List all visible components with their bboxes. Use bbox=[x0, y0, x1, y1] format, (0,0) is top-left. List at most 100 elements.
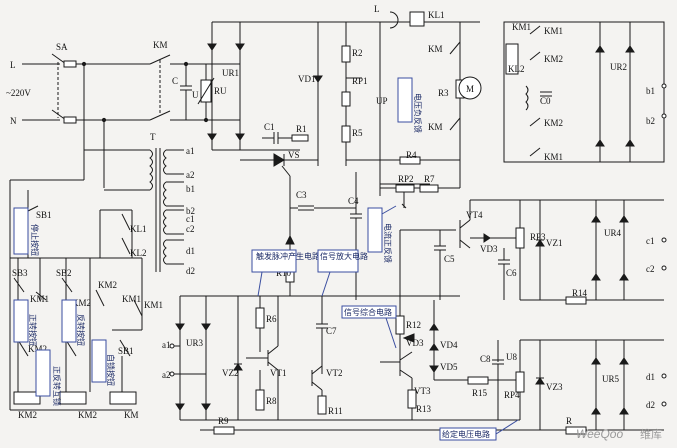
label-rp2: RP2 bbox=[398, 174, 414, 184]
label-kl1-top: KL1 bbox=[428, 10, 445, 20]
label-d2-out: d2 bbox=[646, 400, 655, 410]
label-c2: c2 bbox=[186, 224, 195, 234]
label-ur3: UR3 bbox=[186, 338, 204, 348]
label-kl2: KL2 bbox=[130, 248, 147, 258]
label-vz2: VZ2 bbox=[222, 368, 239, 378]
label-km1-c: KM1 bbox=[30, 294, 49, 304]
label-ur1: UR1 bbox=[222, 68, 239, 78]
label-vd1: VD1 bbox=[298, 74, 316, 84]
label-km1-ab: KM1 bbox=[544, 26, 563, 36]
label-b2: b2 bbox=[186, 206, 195, 216]
label-km2-b: KM2 bbox=[544, 118, 563, 128]
label-r9: R9 bbox=[218, 416, 229, 426]
label-r12: R12 bbox=[406, 320, 421, 330]
label-km2-coil: KM2 bbox=[18, 410, 37, 420]
label-rp3: RP3 bbox=[530, 232, 546, 242]
label-a2-l: a2 bbox=[162, 370, 171, 380]
label-ru: RU bbox=[214, 86, 227, 96]
thyristor-vs bbox=[240, 132, 318, 177]
label-rp1: RP1 bbox=[352, 76, 368, 86]
label-vz3: VZ3 bbox=[546, 382, 563, 392]
label-t: T bbox=[150, 132, 156, 142]
callout-forward: 正转按钮 bbox=[28, 314, 38, 346]
label-b2-out: b2 bbox=[646, 116, 655, 126]
label-d1: d1 bbox=[186, 246, 195, 256]
label-km3: KM1 bbox=[144, 300, 163, 310]
label-km2-a: KM2 bbox=[544, 54, 563, 64]
label-u8: U8 bbox=[506, 352, 517, 362]
label-a1: a1 bbox=[186, 146, 195, 156]
callout-interlock: 正反转互锁 bbox=[52, 366, 62, 406]
label-r15: R15 bbox=[472, 388, 488, 398]
label-km2-d: KM2 bbox=[72, 298, 91, 308]
label-r3: R3 bbox=[438, 88, 449, 98]
transformer-t bbox=[84, 148, 184, 272]
label-b1: b1 bbox=[186, 184, 195, 194]
label-ur5: UR5 bbox=[602, 374, 620, 384]
callout-stop: 停止按钮 bbox=[30, 224, 40, 256]
label-r3-bottom: R4 bbox=[406, 150, 417, 160]
label-r11: R11 bbox=[328, 406, 343, 416]
label-a2: a2 bbox=[186, 170, 195, 180]
watermark-site: 维库 bbox=[640, 428, 662, 441]
main-power-bridge bbox=[207, 11, 482, 185]
label-220v: ~220V bbox=[6, 88, 31, 98]
label-km1-a: KM1 bbox=[512, 22, 531, 32]
label-km-r2: KM bbox=[428, 122, 443, 132]
label-c8: C8 bbox=[480, 354, 491, 364]
label-c3: C3 bbox=[296, 190, 307, 200]
label-c4: C4 bbox=[348, 196, 359, 206]
label-r2: R2 bbox=[352, 48, 363, 58]
label-r13: R13 bbox=[416, 404, 432, 414]
label-sb2: SB2 bbox=[56, 268, 72, 278]
callout-combine: 信号综合电路 bbox=[344, 307, 392, 317]
label-ur2: UR2 bbox=[610, 62, 627, 72]
label-km2-e: KM2 bbox=[28, 344, 47, 354]
label-ur4: UR4 bbox=[604, 228, 622, 238]
label-c1-out: c1 bbox=[646, 236, 655, 246]
label-km2-coil-b: KM2 bbox=[78, 410, 97, 420]
label-c5: C5 bbox=[444, 254, 455, 264]
label-m: M bbox=[466, 84, 474, 94]
label-vd2: VD3 bbox=[406, 338, 424, 348]
label-r14: R14 bbox=[572, 288, 588, 298]
label-vz1: VZ1 bbox=[546, 238, 563, 248]
capacitor-varistor bbox=[180, 61, 215, 123]
label-km1-b: KM1 bbox=[544, 152, 563, 162]
label-d2: d2 bbox=[186, 266, 195, 276]
label-sb3: SB3 bbox=[12, 268, 28, 278]
label-up: UP bbox=[376, 96, 388, 106]
label-l-coil: L bbox=[374, 4, 380, 14]
label-sb1-b: SB1 bbox=[118, 346, 134, 356]
label-c1: c1 bbox=[186, 214, 195, 224]
label-r10: R10 bbox=[276, 268, 292, 278]
label-km-coil: KM bbox=[124, 410, 139, 420]
label-c1: C1 bbox=[264, 122, 275, 132]
label-vd4: VD4 bbox=[440, 340, 458, 350]
label-c7: C7 bbox=[326, 326, 337, 336]
label-vt2: VT2 bbox=[326, 368, 343, 378]
label-c2-out: c2 bbox=[646, 264, 655, 274]
label-a1-l: a1 bbox=[162, 340, 171, 350]
callout-current-feedback: 电流正反馈 bbox=[383, 223, 393, 263]
label-u: U bbox=[192, 90, 199, 100]
callout-given-voltage: 给定电压电路 bbox=[442, 429, 490, 439]
label-vd5: VD5 bbox=[440, 362, 458, 372]
label-r-down: R bbox=[566, 416, 572, 426]
watermark-logo: WeeQoo bbox=[576, 427, 623, 441]
vt4-stage bbox=[399, 199, 667, 305]
label-km-r: KM bbox=[428, 44, 443, 54]
label-vd3-top: VD3 bbox=[480, 244, 498, 254]
label-r5: R5 bbox=[352, 128, 363, 138]
label-r6: R6 bbox=[266, 314, 277, 324]
label-r1: R1 bbox=[296, 124, 307, 134]
callout-trigger: 触发脉冲产生电路 bbox=[256, 251, 320, 261]
label-c0: C0 bbox=[540, 96, 551, 106]
label-sb1: SB1 bbox=[36, 210, 52, 220]
label-r8: R8 bbox=[266, 396, 277, 406]
lower-trigger-circuit bbox=[169, 295, 667, 435]
label-l: L bbox=[10, 60, 16, 70]
label-vt4: VT4 bbox=[466, 210, 483, 220]
